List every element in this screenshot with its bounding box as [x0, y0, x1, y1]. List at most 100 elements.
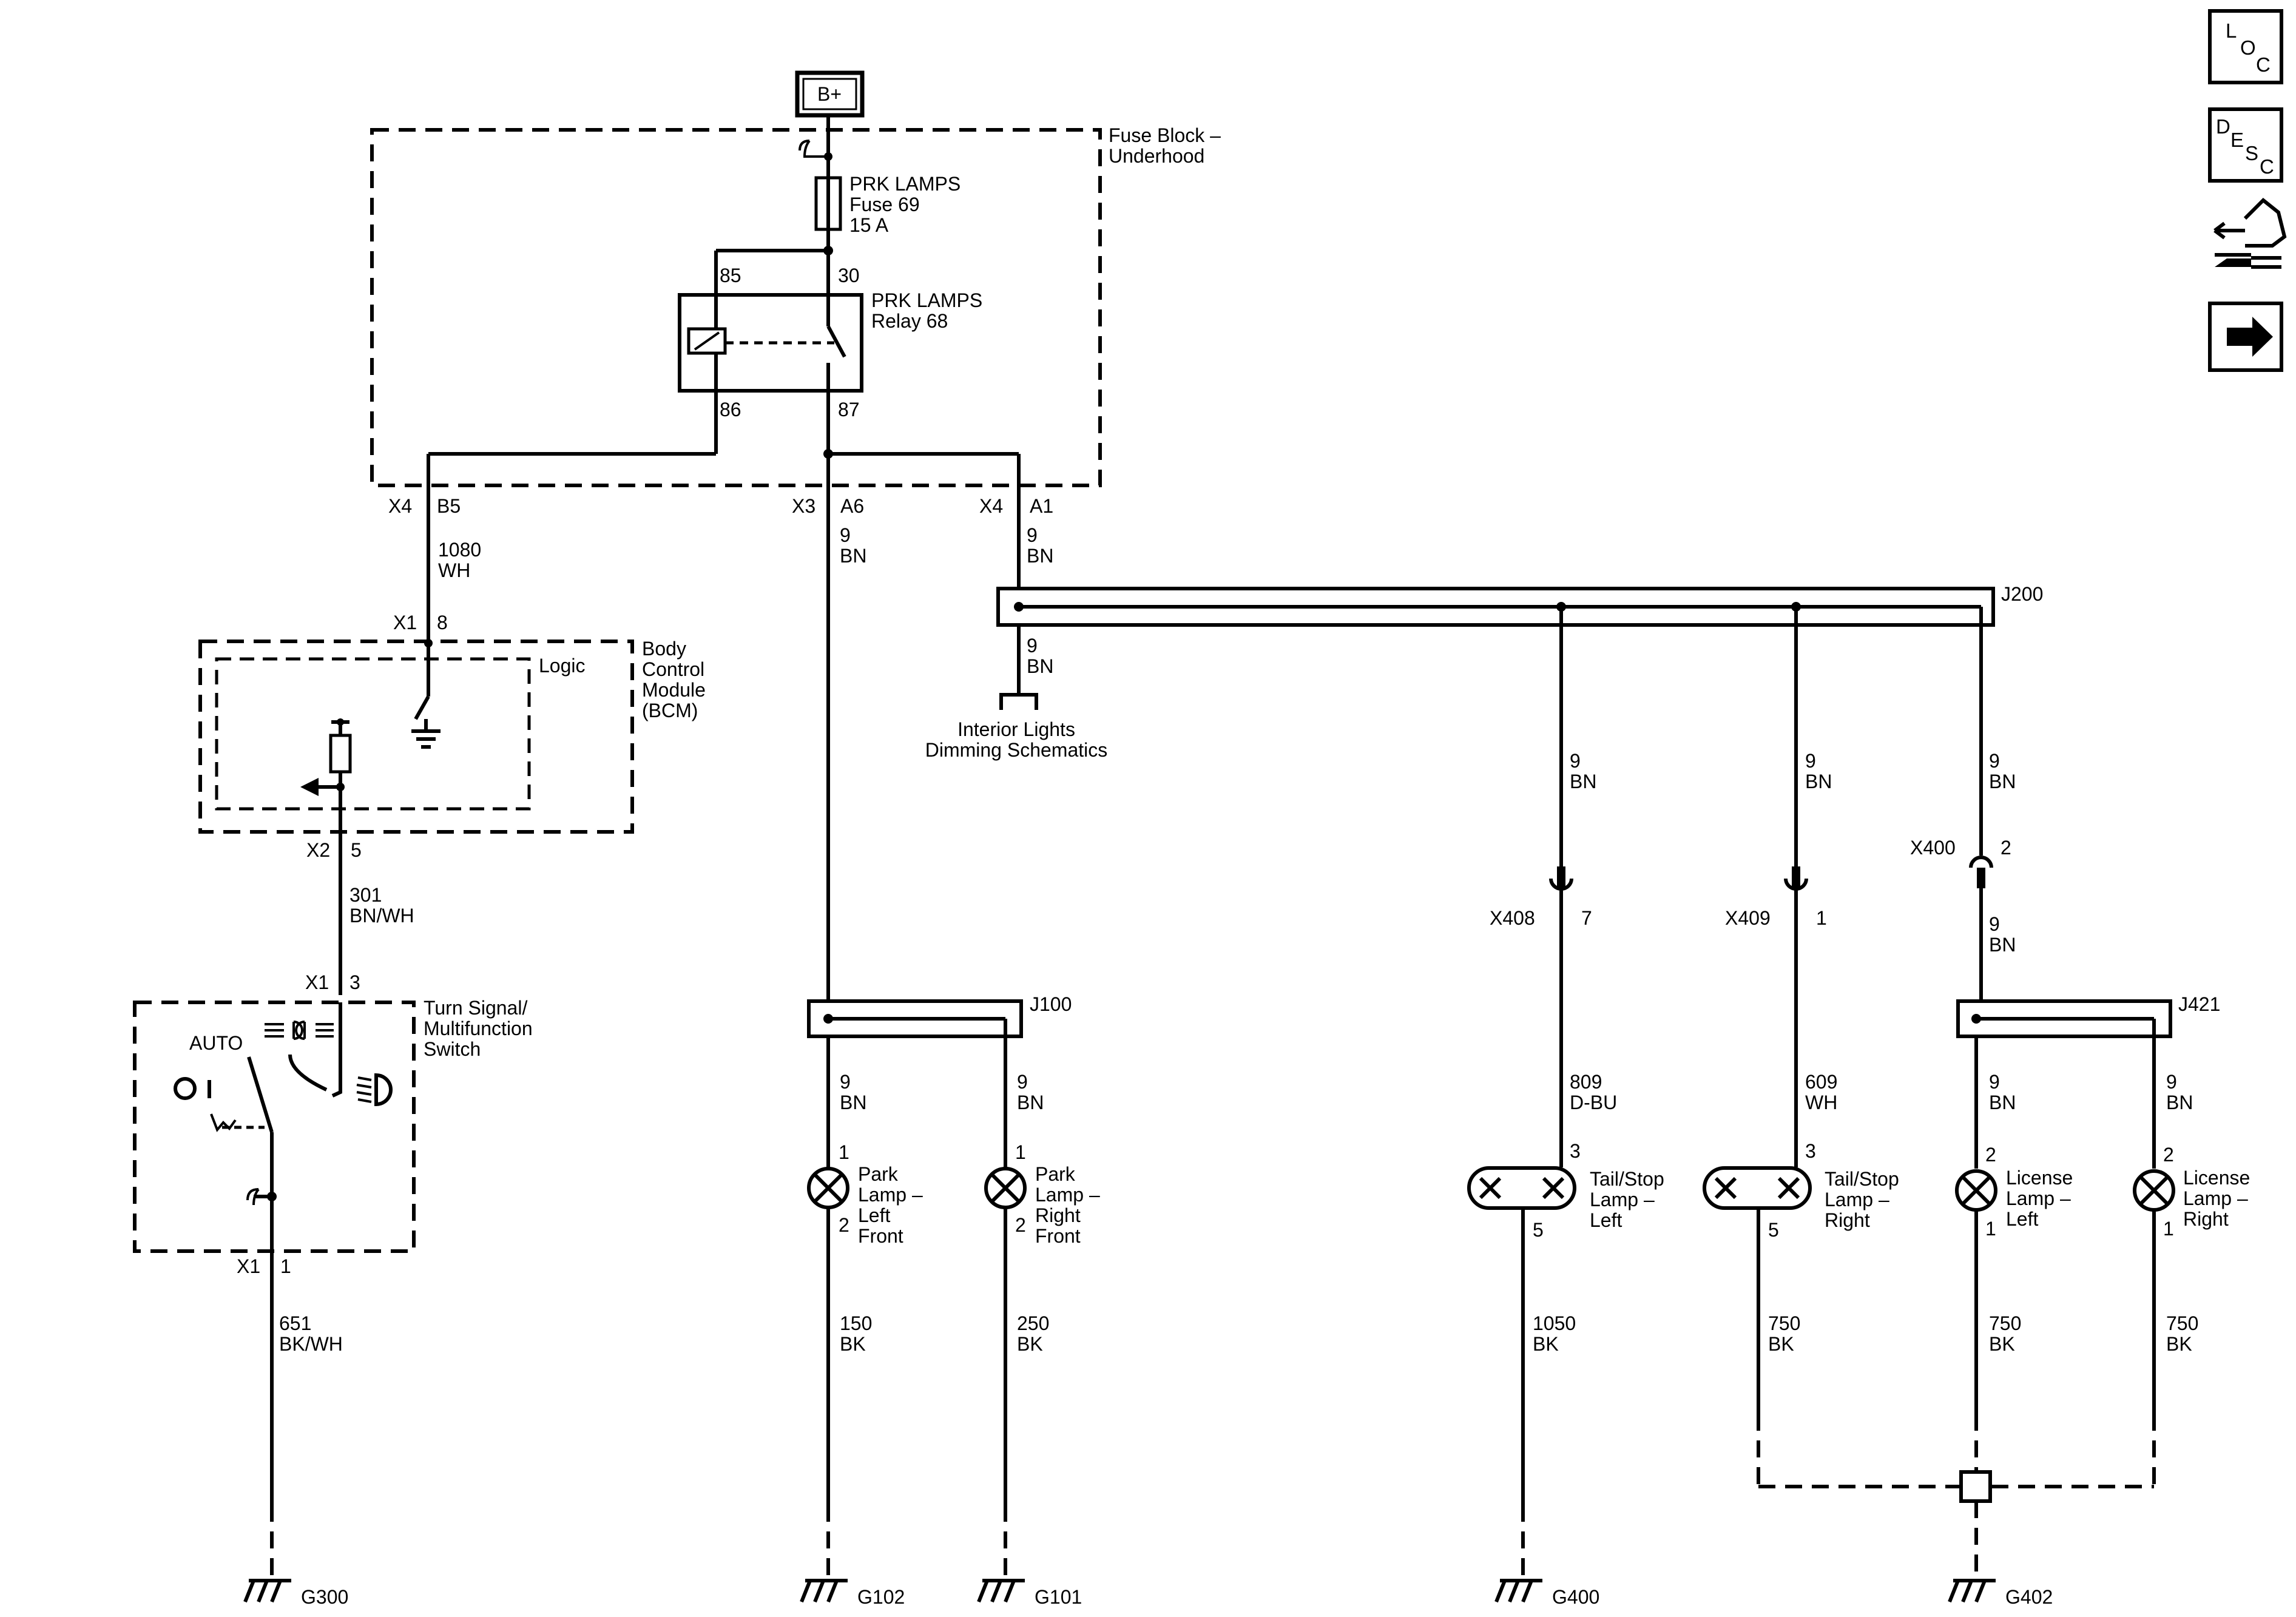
svg-text:BN: BN — [1027, 655, 1053, 677]
svg-text:2: 2 — [1985, 1144, 1996, 1166]
svg-text:Right: Right — [2183, 1208, 2229, 1230]
svg-text:Multifunction: Multifunction — [424, 1018, 533, 1039]
ground-g101: G101 — [977, 1579, 1082, 1608]
next-page-button[interactable] — [2208, 302, 2283, 372]
svg-text:7: 7 — [1581, 907, 1592, 929]
svg-text:2: 2 — [839, 1214, 849, 1236]
description-button[interactable]: D E S C — [2208, 107, 2283, 183]
svg-text:BK: BK — [1533, 1333, 1559, 1355]
splice-j200: J200 — [996, 583, 2043, 627]
wire-250: 250 — [1017, 1312, 1049, 1334]
svg-text:BN: BN — [840, 1092, 866, 1113]
splice-j200-label: J200 — [2001, 583, 2043, 605]
wire-750-b: 750 — [1989, 1312, 2021, 1334]
off-position-icon — [174, 1077, 197, 1100]
svg-text:Right: Right — [1825, 1209, 1870, 1231]
turn-signal-multifunction-switch: Turn Signal/ Multifunction Switch AUTO — [133, 997, 533, 1253]
svg-text:D-BU: D-BU — [1570, 1092, 1617, 1113]
svg-text:5: 5 — [1768, 1219, 1779, 1241]
svg-text:87: 87 — [838, 399, 860, 420]
tail-stop-lamp-right: 3 5 Tail/Stop Lamp – Right — [1703, 1140, 1899, 1241]
splice-j100-label: J100 — [1030, 993, 1072, 1015]
svg-text:1: 1 — [2163, 1218, 2174, 1240]
ground-g300: G300 — [243, 1579, 348, 1608]
svg-text:X409: X409 — [1725, 907, 1771, 929]
loc-icon: L — [2226, 19, 2237, 42]
svg-text:BN: BN — [1989, 771, 2016, 792]
svg-text:BK: BK — [1989, 1333, 2015, 1355]
svg-text:BN: BN — [1017, 1092, 1044, 1113]
fuse-block-title: Fuse Block – — [1109, 124, 1221, 146]
svg-text:5: 5 — [351, 839, 362, 861]
svg-text:A6: A6 — [840, 495, 864, 517]
conn-switch-in: X1 — [305, 971, 329, 993]
svg-text:BN: BN — [1570, 771, 1596, 792]
svg-text:Left: Left — [1590, 1209, 1622, 1231]
connector-wrench-icon[interactable] — [2213, 197, 2287, 269]
wire-a6: 9 — [840, 524, 851, 546]
svg-text:Lamp –: Lamp – — [2006, 1187, 2071, 1209]
conn-bcm-in: X1 — [393, 612, 417, 633]
svg-text:BN: BN — [1989, 934, 2016, 956]
svg-text:3: 3 — [349, 971, 360, 993]
svg-text:Switch: Switch — [424, 1038, 481, 1060]
park-lamp-left-label: Park — [858, 1163, 899, 1185]
svg-text:Relay 68: Relay 68 — [871, 310, 948, 332]
svg-text:G102: G102 — [857, 1586, 905, 1608]
svg-text:WH: WH — [1805, 1092, 1837, 1113]
svg-text:Right: Right — [1035, 1204, 1081, 1226]
ground-g400: G400 — [1494, 1579, 1599, 1608]
svg-text:BK: BK — [1017, 1333, 1043, 1355]
arrow-right-icon — [2227, 317, 2273, 357]
conn-x4-b5: X4 — [388, 495, 412, 517]
svg-text:1: 1 — [839, 1141, 849, 1163]
svg-text:Lamp –: Lamp – — [1590, 1189, 1655, 1210]
location-button[interactable]: L O C — [2208, 9, 2283, 84]
svg-text:Front: Front — [1035, 1225, 1081, 1247]
svg-text:(BCM): (BCM) — [642, 700, 698, 721]
tail-stop-left-label: Tail/Stop — [1590, 1168, 1664, 1190]
license-lamp-right: 2 1 License Lamp – Right — [2133, 1144, 2250, 1240]
wire-750-c: 750 — [2166, 1312, 2198, 1334]
conn-x3-a6: X3 — [792, 495, 815, 517]
svg-text:BN: BN — [840, 545, 866, 567]
svg-text:1: 1 — [1015, 1141, 1026, 1163]
fuse-block-underhood: Fuse Block – Underhood — [370, 124, 1221, 487]
svg-text:Left: Left — [2006, 1208, 2038, 1230]
park-lamp-right-front: 1 2 Park Lamp – Right Front — [984, 1141, 1100, 1247]
license-lamp-left: 2 1 License Lamp – Left — [1955, 1144, 2073, 1240]
svg-text:BN: BN — [1027, 545, 1053, 567]
svg-text:Dimming Schematics: Dimming Schematics — [925, 739, 1108, 761]
svg-text:Lamp –: Lamp – — [1035, 1184, 1100, 1206]
svg-text:C: C — [2256, 53, 2271, 76]
fuse-prk-lamps: PRK LAMPS Fuse 69 15 A — [814, 157, 961, 251]
svg-text:G402: G402 — [2005, 1586, 2053, 1608]
switch-auto-label: AUTO — [189, 1032, 243, 1054]
svg-text:86: 86 — [720, 399, 741, 420]
svg-text:Front: Front — [858, 1225, 903, 1247]
fuse-name: PRK LAMPS — [849, 173, 961, 195]
svg-text:Lamp –: Lamp – — [858, 1184, 923, 1206]
svg-text:WH: WH — [438, 559, 470, 581]
power-source: B+ — [795, 70, 865, 118]
svg-text:Left: Left — [858, 1204, 890, 1226]
conn-x4-a1: X4 — [979, 495, 1003, 517]
svg-text:BK/WH: BK/WH — [279, 1333, 343, 1355]
wire-interior: 9 — [1027, 635, 1038, 657]
svg-text:3: 3 — [1805, 1140, 1816, 1162]
svg-text:S: S — [2245, 142, 2258, 164]
svg-text:G400: G400 — [1552, 1586, 1599, 1608]
bcm-title: Body — [642, 638, 686, 660]
park-lamp-right-label: Park — [1035, 1163, 1076, 1185]
svg-text:O: O — [2240, 36, 2256, 59]
svg-text:Fuse 69: Fuse 69 — [849, 194, 920, 215]
wire-150: 150 — [840, 1312, 872, 1334]
switch-title: Turn Signal/ — [424, 997, 527, 1019]
wire-park-left: 9 — [840, 1071, 851, 1093]
license-lamp-right-label: License — [2183, 1167, 2250, 1189]
svg-text:8: 8 — [437, 612, 448, 633]
svg-text:BN: BN — [2166, 1092, 2193, 1113]
wire-750-a: 750 — [1768, 1312, 1800, 1334]
svg-text:Control: Control — [642, 658, 704, 680]
